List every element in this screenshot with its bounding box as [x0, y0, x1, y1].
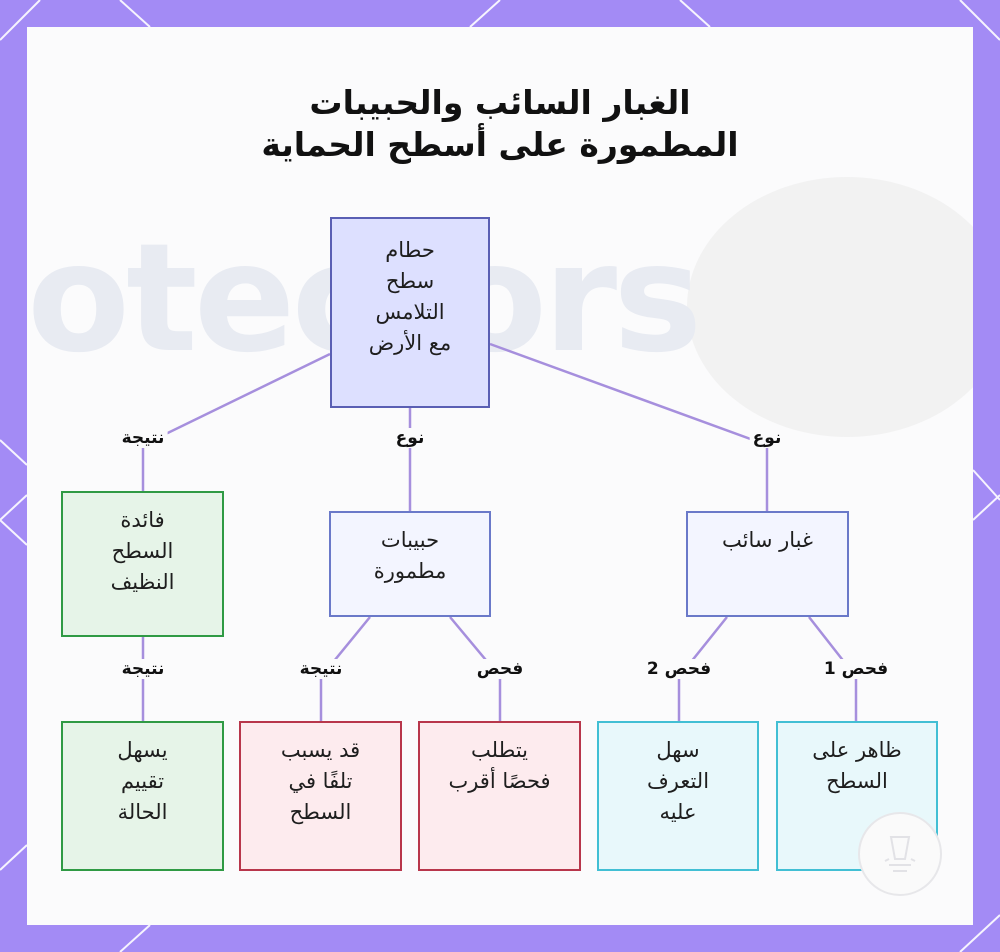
node-loose-dust: غبار سائب	[686, 511, 849, 617]
node-root-debris: حطام سطح التلامس مع الأرض	[330, 217, 490, 408]
edge-root-loose-dust	[490, 344, 767, 511]
node-closer-inspection: يتطلب فحصًا أقرب	[418, 721, 581, 871]
edge-label-type-right: نوع	[750, 428, 785, 448]
cup-logo-icon	[858, 812, 942, 896]
edge-label-type-mid: نوع	[393, 428, 428, 448]
diagram-canvas: otectors الغبار السائب والحبيبات المطمور…	[27, 27, 973, 925]
edge-root-benefit	[143, 354, 330, 491]
edge-label-check-1: فحص 1	[821, 659, 891, 679]
node-easy-identify: سهل التعرف عليه	[597, 721, 759, 871]
edge-label-result-mid: نتيجة	[297, 659, 346, 679]
node-easy-evaluation: يسهل تقييم الحالة	[61, 721, 224, 871]
edge-label-result-left: نتيجة	[119, 428, 168, 448]
edge-label-result-low: نتيجة	[119, 659, 168, 679]
node-clean-surface-benefit: فائدة السطح النظيف	[61, 491, 224, 637]
edge-label-check-2: فحص 2	[644, 659, 714, 679]
node-surface-damage: قد يسبب تلفًا في السطح	[239, 721, 402, 871]
edge-label-check: فحص	[474, 659, 527, 679]
node-embedded-grains: حبيبات مطمورة	[329, 511, 491, 617]
